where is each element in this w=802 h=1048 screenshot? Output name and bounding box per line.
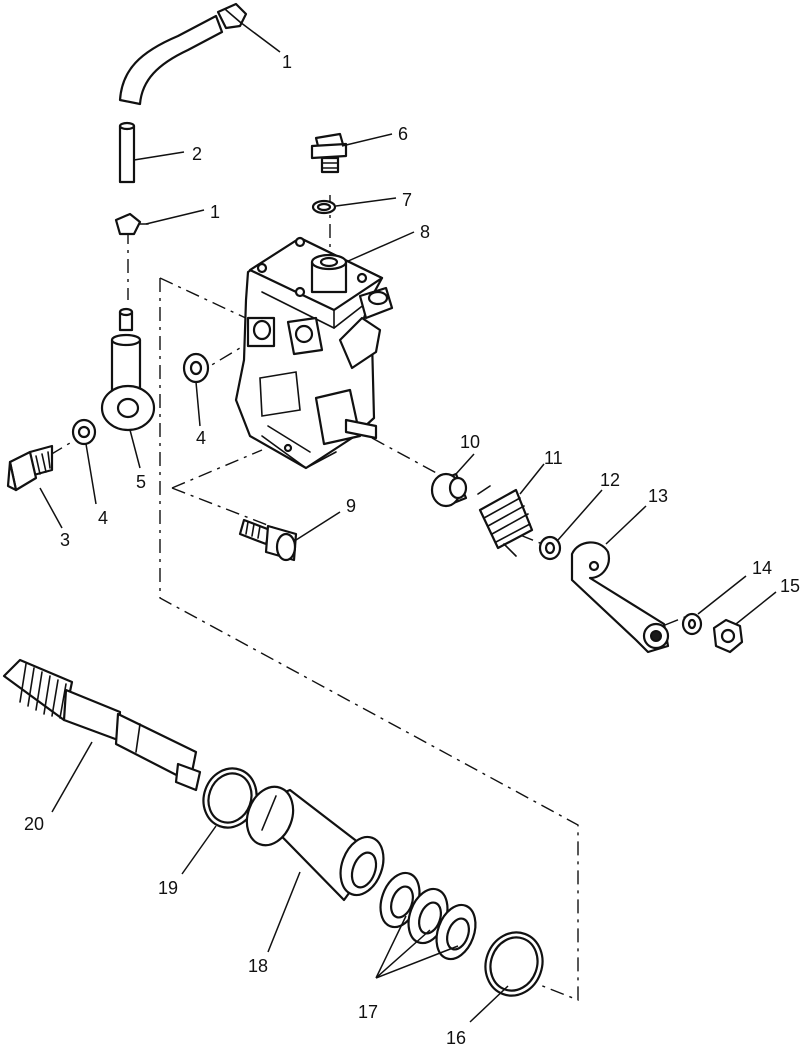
callout-15: 15 [780, 576, 800, 596]
callout-4-upper: 4 [196, 428, 206, 448]
hex-nut [712, 618, 744, 654]
callout-6: 6 [398, 124, 408, 144]
spacer-collar [430, 472, 468, 508]
snap-ring-lower [484, 931, 544, 997]
hose-clamp-lower [114, 212, 149, 236]
drive-gear-shaft [2, 658, 202, 792]
callout-labels: 1 2 1 6 7 8 4 3 4 5 9 10 11 12 13 14 15 … [24, 52, 800, 1048]
sealing-washer-lower [71, 418, 97, 446]
callout-13: 13 [648, 486, 668, 506]
lock-washer [681, 612, 703, 636]
callout-14: 14 [752, 558, 772, 578]
callout-1-top: 1 [282, 52, 292, 72]
callout-11: 11 [544, 448, 563, 468]
callout-5: 5 [136, 472, 146, 492]
control-lever [570, 541, 670, 654]
callout-20: 20 [24, 814, 44, 834]
curved-fuel-hose [118, 14, 224, 106]
oil-pump-body [234, 236, 394, 470]
callout-4-lower: 4 [98, 508, 108, 528]
straight-hose [118, 121, 136, 184]
snap-ring-upper [202, 767, 258, 829]
gear-bushing [245, 785, 385, 902]
callout-3: 3 [60, 530, 70, 550]
callout-1-lower: 1 [210, 202, 220, 222]
callout-12: 12 [600, 470, 620, 490]
callout-7: 7 [402, 190, 412, 210]
callout-18: 18 [248, 956, 268, 976]
callout-2: 2 [192, 144, 202, 164]
banjo-fitting [100, 307, 156, 432]
hose-clamp-top [216, 2, 248, 30]
sealing-washer-upper [182, 352, 210, 384]
bleed-screw [310, 132, 348, 174]
callout-8: 8 [420, 222, 430, 242]
callout-17: 17 [358, 1002, 378, 1022]
mounting-bolt [238, 518, 298, 562]
callout-19: 19 [158, 878, 178, 898]
leader-lines [39, 21, 777, 1023]
o-ring-small [311, 199, 337, 215]
callout-10: 10 [460, 432, 480, 452]
callout-16: 16 [446, 1028, 466, 1048]
banjo-bolt [6, 444, 54, 492]
flat-washer [538, 535, 562, 561]
thrust-washer-3 [435, 903, 477, 961]
callout-9: 9 [346, 496, 356, 516]
return-spring [477, 485, 534, 557]
